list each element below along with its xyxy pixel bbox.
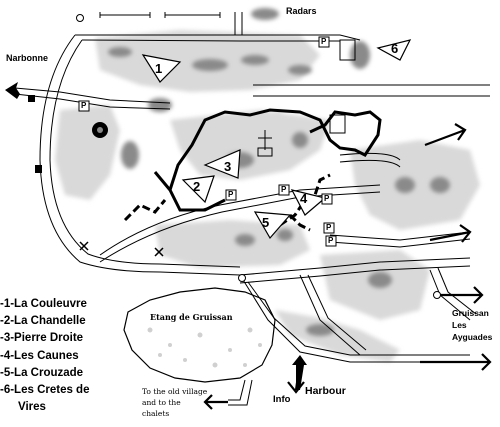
lagoon-texture xyxy=(147,327,262,368)
gruissan-label-2: Les xyxy=(452,320,467,330)
gruissan-label-1: Gruissan xyxy=(452,308,489,318)
hiking-trail xyxy=(153,108,382,212)
parking-label: P xyxy=(324,194,330,203)
parking-label: P xyxy=(81,101,87,110)
terrain-dark xyxy=(108,8,450,336)
legend-item-6: -6-Les Cretes de xyxy=(0,384,90,397)
buildings xyxy=(257,39,356,157)
harbour-label: Harbour xyxy=(305,385,346,397)
legend-item-2: -2-La Chandelle xyxy=(0,315,86,328)
old-village-label-3: chalets xyxy=(142,409,170,418)
marker-2[interactable]: 2 xyxy=(193,179,201,194)
marker-5[interactable]: 5 xyxy=(262,215,270,230)
legend-item-4: -4-Les Caunes xyxy=(0,349,79,362)
harbour-arrow xyxy=(292,355,307,390)
legend-item-1: -1-La Couleuvre xyxy=(0,298,87,310)
legend-item-5: -5-La Crouzade xyxy=(0,366,84,379)
parking-boxes xyxy=(78,36,337,247)
narbonne-label: Narbonne xyxy=(6,53,49,63)
marker-6[interactable]: 6 xyxy=(391,41,399,56)
triangle-markers xyxy=(141,39,412,240)
narbonne-arrow xyxy=(5,82,20,99)
mine-symbols xyxy=(79,241,164,257)
junctions xyxy=(76,14,441,299)
etang-label: Etang de Gruissan xyxy=(150,312,233,322)
info-label: Info xyxy=(273,394,291,405)
parking-label: P xyxy=(228,190,234,199)
marker-4[interactable]: 4 xyxy=(300,191,308,206)
parking-label: P xyxy=(328,236,334,245)
legend-item-6-cont: Vires xyxy=(18,401,46,414)
round-feature-inner xyxy=(97,127,103,133)
parking-label: P xyxy=(321,37,327,46)
parking-label: P xyxy=(281,185,287,194)
marker-1[interactable]: 1 xyxy=(155,61,163,76)
parking-label: P xyxy=(326,223,332,232)
roads xyxy=(14,12,490,406)
legend-item-3: -3-Pierre Droite xyxy=(0,332,84,345)
trail-legend: -1-La Couleuvre -2-La Chandelle -3-Pierr… xyxy=(0,296,120,416)
top-marks xyxy=(99,12,221,18)
gruissan-label-3: Ayguades xyxy=(452,332,493,342)
old-village-label-2: and to the xyxy=(142,398,181,407)
radars-label: Radars xyxy=(286,6,317,16)
marker-3[interactable]: 3 xyxy=(224,159,232,174)
black-squares xyxy=(28,95,42,173)
old-village-label-1: To the old village xyxy=(142,387,208,396)
